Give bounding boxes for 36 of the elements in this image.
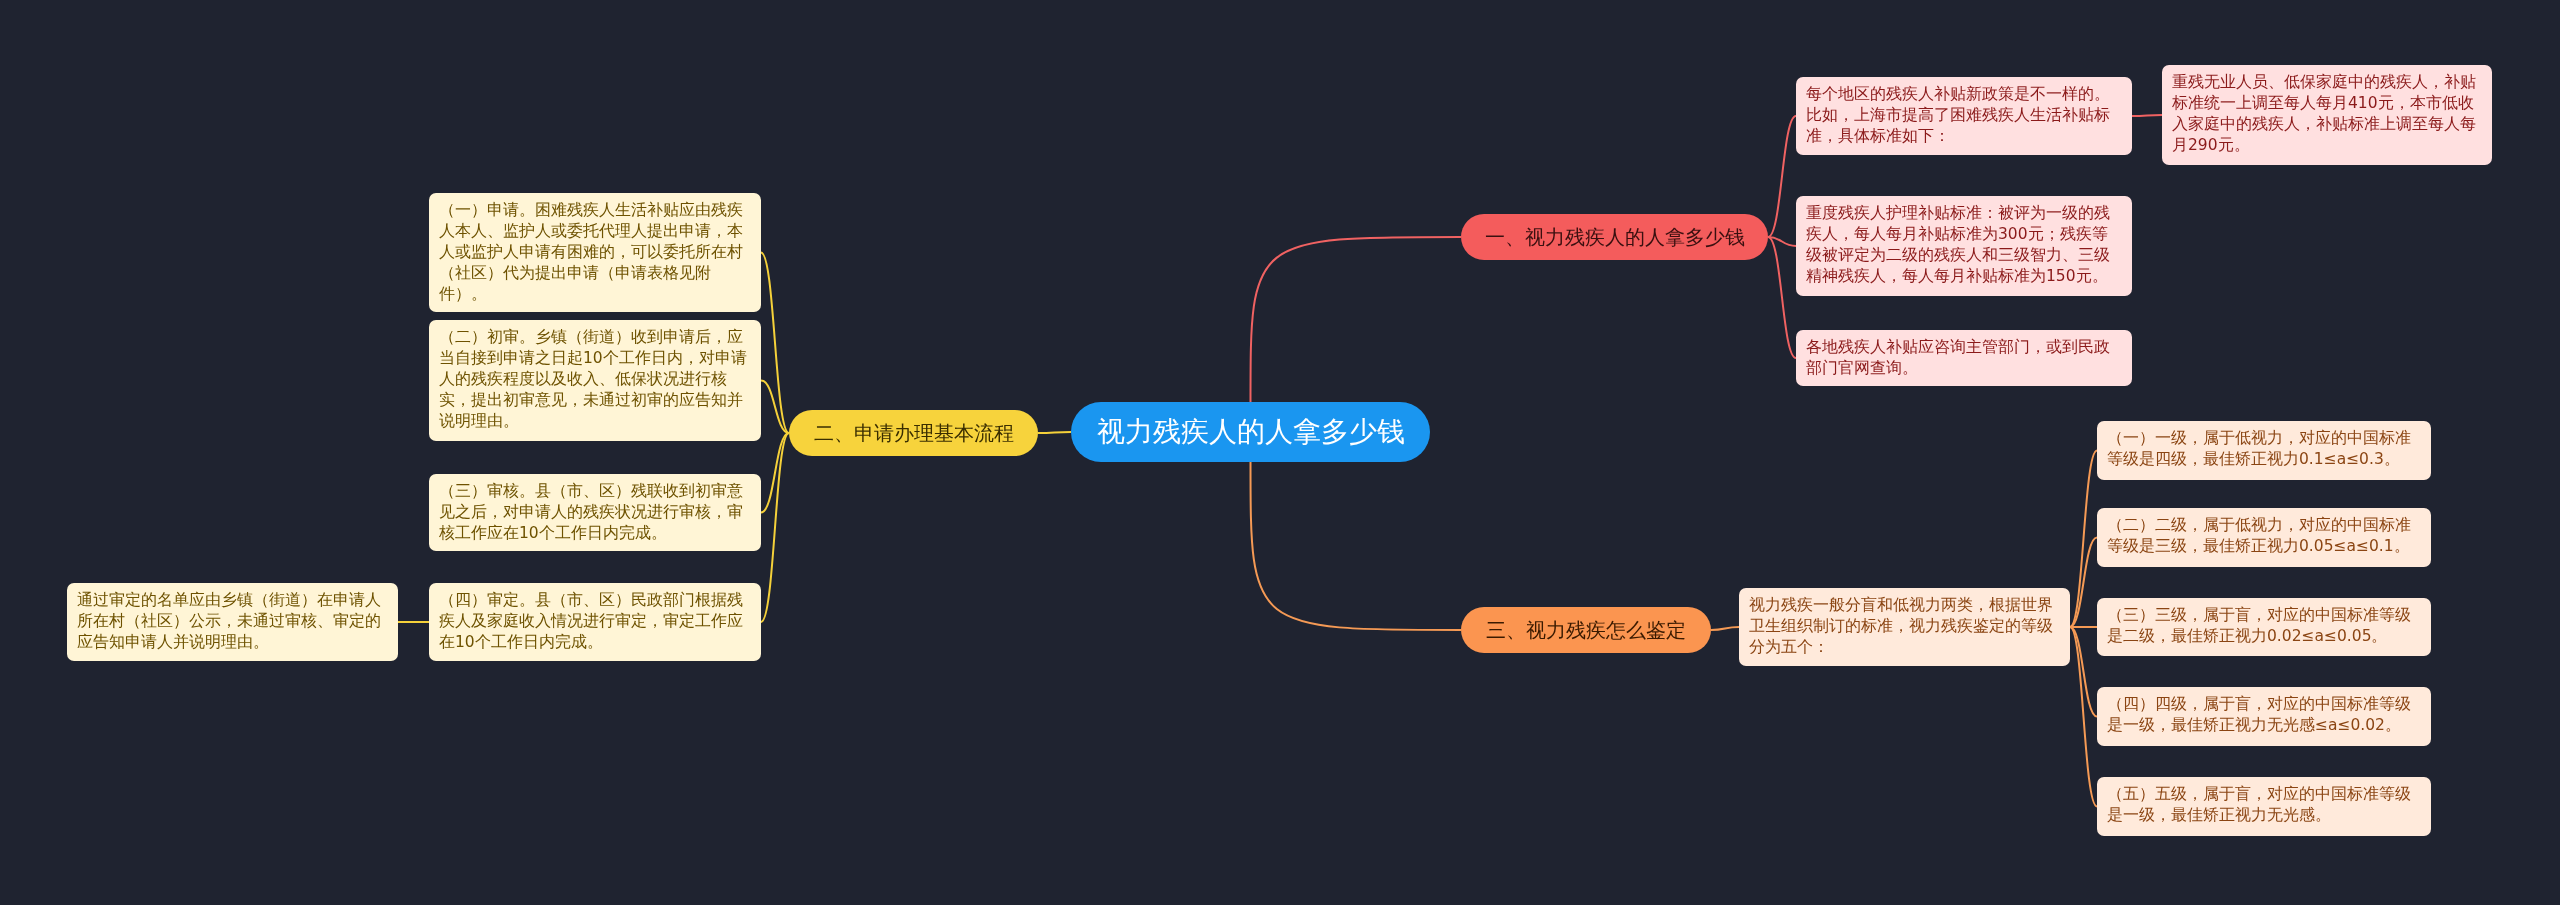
branch-topic: 三、视力残疾怎么鉴定 <box>1461 607 1711 653</box>
note-box: （一）一级，属于低视力，对应的中国标准等级是四级，最佳矫正视力0.1≤a≤0.3。 <box>2097 421 2431 480</box>
note-box: （四）四级，属于盲，对应的中国标准等级是一级，最佳矫正视力无光感≤a≤0.02。 <box>2097 687 2431 746</box>
connector <box>2131 114 2163 117</box>
connector <box>760 432 790 623</box>
central-topic: 视力残疾人的人拿多少钱 <box>1071 402 1430 462</box>
note-box: 重残无业人员、低保家庭中的残疾人，补贴标准统一上调至每人每月410元，本市低收入家庭中的残疾人，补贴标准上调至每人每月290元。 <box>2162 65 2492 165</box>
branch-topic: 一、视力残疾人的人拿多少钱 <box>1461 214 1768 260</box>
note-box: 通过审定的名单应由乡镇（街道）在申请人所在村（社区）公示，未通过审核、审定的应告知申请人并说明理由。 <box>67 583 398 661</box>
connector <box>2069 626 2098 718</box>
note-box: （三）审核。县（市、区）残联收到初审意见之后，对申请人的残疾状况进行审核，审核工作应在10个工作日内完成。 <box>429 474 761 551</box>
connector <box>397 621 430 623</box>
connector <box>1767 236 1797 359</box>
connector <box>1249 236 1462 403</box>
note-box: （一）申请。困难残疾人生活补贴应由残疾人本人、监护人或委托代理人提出申请，本人或监护人申请有困难的，可以委托所在村（社区）代为提出申请（申请表格见附件）。 <box>429 193 761 312</box>
connector <box>1710 626 1740 631</box>
connector <box>2069 626 2098 808</box>
connector <box>760 379 790 434</box>
note-box: （二）二级，属于低视力，对应的中国标准等级是三级，最佳矫正视力0.05≤a≤0.1。 <box>2097 508 2431 567</box>
connector <box>760 432 790 514</box>
branch-topic: 二、申请办理基本流程 <box>789 410 1038 456</box>
connector <box>1767 115 1797 238</box>
connector <box>2069 626 2098 628</box>
connector <box>1249 461 1462 631</box>
connector <box>1037 431 1072 434</box>
note-box: 视力残疾一般分盲和低视力两类，根据世界卫生组织制订的标准，视力残疾鉴定的等级分为五个： <box>1739 588 2070 666</box>
note-box: 各地残疾人补贴应咨询主管部门，或到民政部门官网查询。 <box>1796 330 2132 386</box>
note-box: （二）初审。乡镇（街道）收到申请后，应当自接到申请之日起10个工作日内，对申请人的残疾程度以及收入、低保状况进行核实，提出初审意见，未通过初审的应告知并说明理由。 <box>429 320 761 441</box>
connector <box>1767 236 1797 247</box>
connector <box>2069 536 2098 628</box>
note-box: （五）五级，属于盲，对应的中国标准等级是一级，最佳矫正视力无光感。 <box>2097 777 2431 836</box>
connector <box>760 251 790 434</box>
note-box: 每个地区的残疾人补贴新政策是不一样的。比如，上海市提高了困难残疾人生活补贴标准，具体标准如下： <box>1796 77 2132 155</box>
note-box: 重度残疾人护理补贴标准：被评为一级的残疾人，每人每月补贴标准为300元；残疾等级被评定为二级的残疾人和三级智力、三级精神残疾人，每人每月补贴标准为150元。 <box>1796 196 2132 296</box>
note-box: （四）审定。县（市、区）民政部门根据残疾人及家庭收入情况进行审定，审定工作应在10个工作日内完成。 <box>429 583 761 661</box>
note-box: （三）三级，属于盲，对应的中国标准等级是二级，最佳矫正视力0.02≤a≤0.05。 <box>2097 598 2431 656</box>
